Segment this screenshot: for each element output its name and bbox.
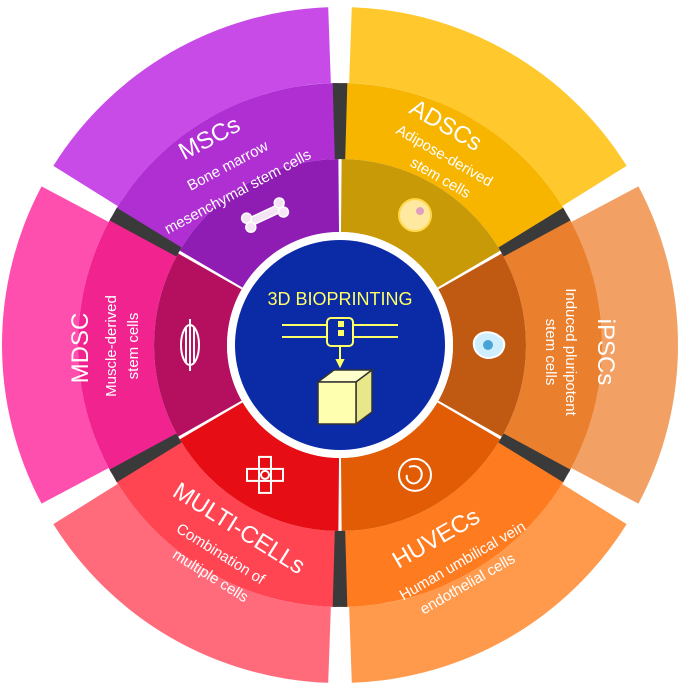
outer-gap-line [564,472,637,519]
segment-mscs [53,7,340,288]
segment-adscs-middle-ring [341,83,566,251]
puzzle-icon [246,455,284,494]
ipscs-subtitle-line2: stem cells [542,319,559,386]
segment-huvecs-outer-ring [349,483,627,683]
ipscs-title: iPSCs [592,319,619,386]
outer-gap-line [43,472,116,519]
ipscs-subtitle-line1: Induced pluripotent [562,288,579,416]
outer-gap-line [43,171,116,218]
segment-mscs-inner-ring [179,159,340,288]
stem-cell-icon [472,331,506,359]
segment-divider [498,207,571,257]
bone-icon [240,197,290,233]
segment-multicells-outer-ring [53,483,331,683]
bioprinter-icon [282,317,398,426]
segment-divider [332,83,348,160]
segment-divider [498,433,571,483]
mdsc-title: MDSC [67,313,94,384]
segment-mdsc [1,186,242,504]
segment-multicells-middle-ring [114,439,339,607]
segment-mdsc-inner-ring [153,253,242,437]
mdsc-subtitle-line1: Muscle-derived [103,295,120,397]
segment-huvecs-inner-ring [340,402,501,531]
fat-cell-icon [398,198,432,233]
segment-divider [109,207,182,257]
segment-mscs-middle-ring [114,83,339,251]
center-hub: 3D BIOPRINTING [227,232,453,458]
dividers-layer [43,5,637,685]
segment-ipscs [438,186,678,504]
segment-ipscs-outer-ring [571,186,678,504]
segment-mdsc-outer-ring [1,186,109,504]
segment-ipscs-middle-ring [501,215,602,475]
segment-divider [332,530,348,607]
segment-huvecs [340,402,627,683]
center-title: 3D BIOPRINTING [267,289,412,309]
segment-mscs-outer-ring [53,7,331,207]
icons-layer [180,197,506,494]
segment-divider [109,433,182,483]
outer-gap-line [564,171,637,218]
embryo-icon [398,457,432,492]
muscle-icon [180,319,200,371]
segment-adscs-outer-ring [349,7,627,207]
segment-mdsc-middle-ring [77,215,179,475]
mdsc-subtitle-line2: stem cells [125,313,142,380]
segment-huvecs-middle-ring [341,439,566,607]
